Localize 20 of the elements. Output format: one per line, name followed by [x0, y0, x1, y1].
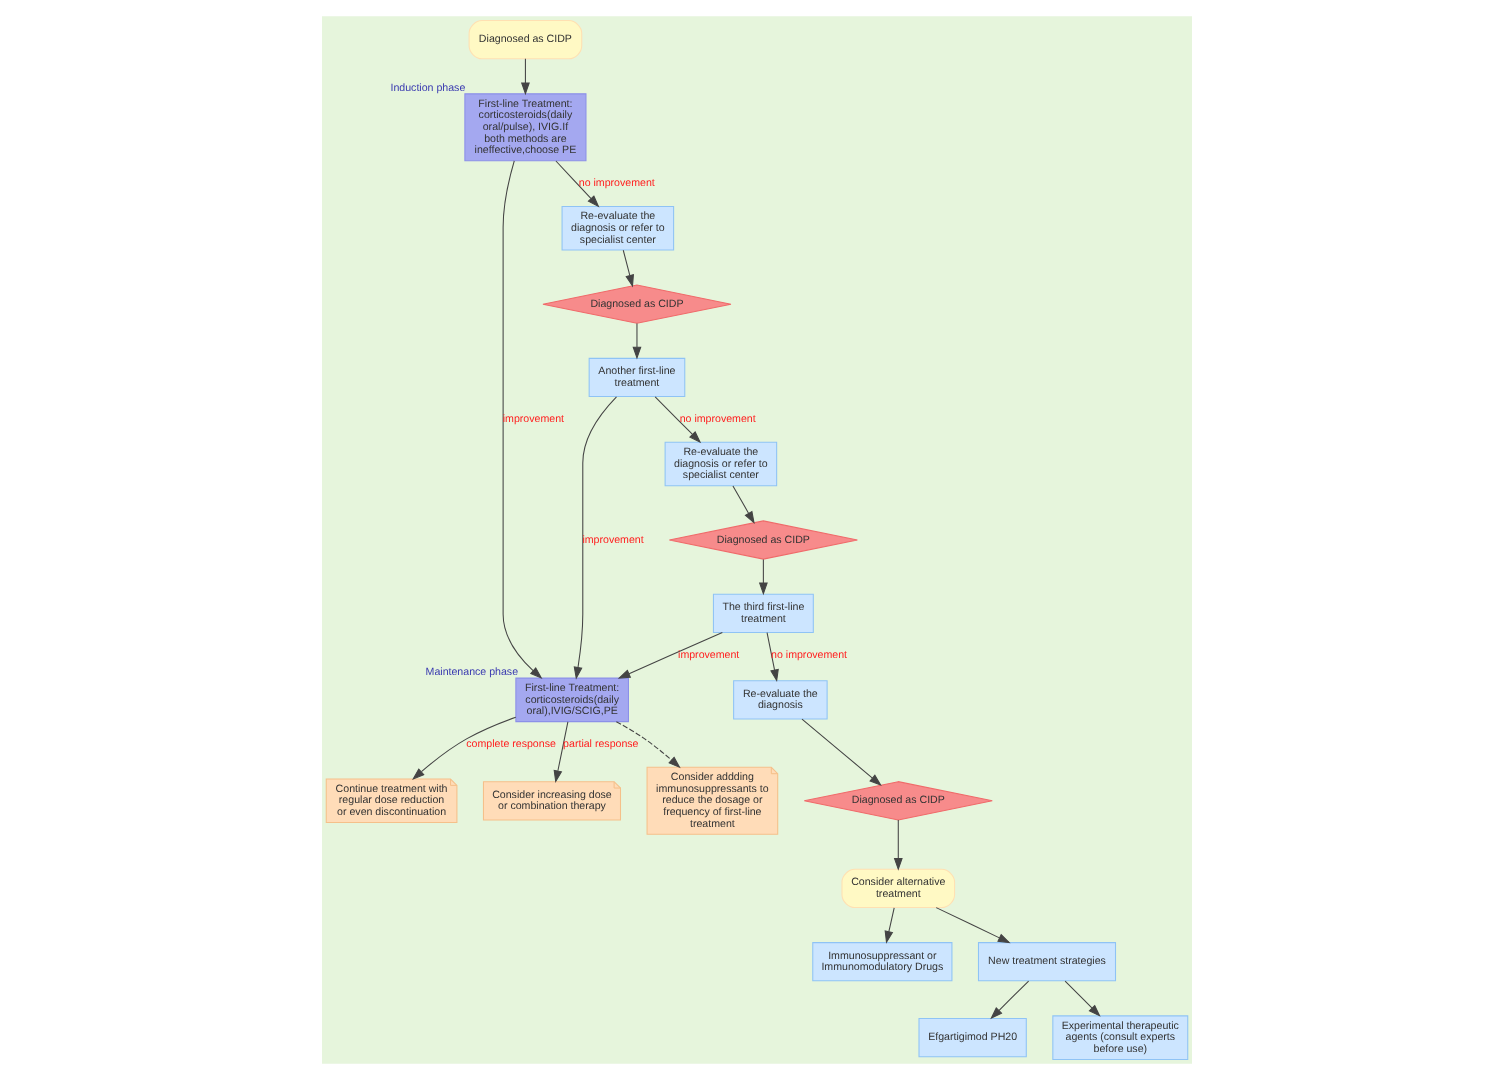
arrow — [411, 716, 516, 780]
arrow — [1063, 980, 1100, 1017]
arrow — [653, 396, 701, 444]
arrow — [616, 631, 722, 679]
arrow — [765, 632, 778, 683]
arrow — [631, 323, 641, 360]
arrow — [731, 485, 754, 524]
arrow — [892, 819, 902, 871]
arrow — [800, 718, 881, 786]
arrow — [519, 58, 529, 96]
arrow — [934, 907, 1010, 944]
arrow — [501, 160, 542, 679]
arrow — [614, 721, 680, 769]
arrow — [552, 721, 568, 784]
arrow — [883, 907, 894, 944]
arrow — [572, 396, 616, 680]
arrow — [554, 160, 599, 208]
arrow — [989, 980, 1029, 1020]
arrow — [621, 249, 634, 288]
arrow — [757, 558, 767, 596]
